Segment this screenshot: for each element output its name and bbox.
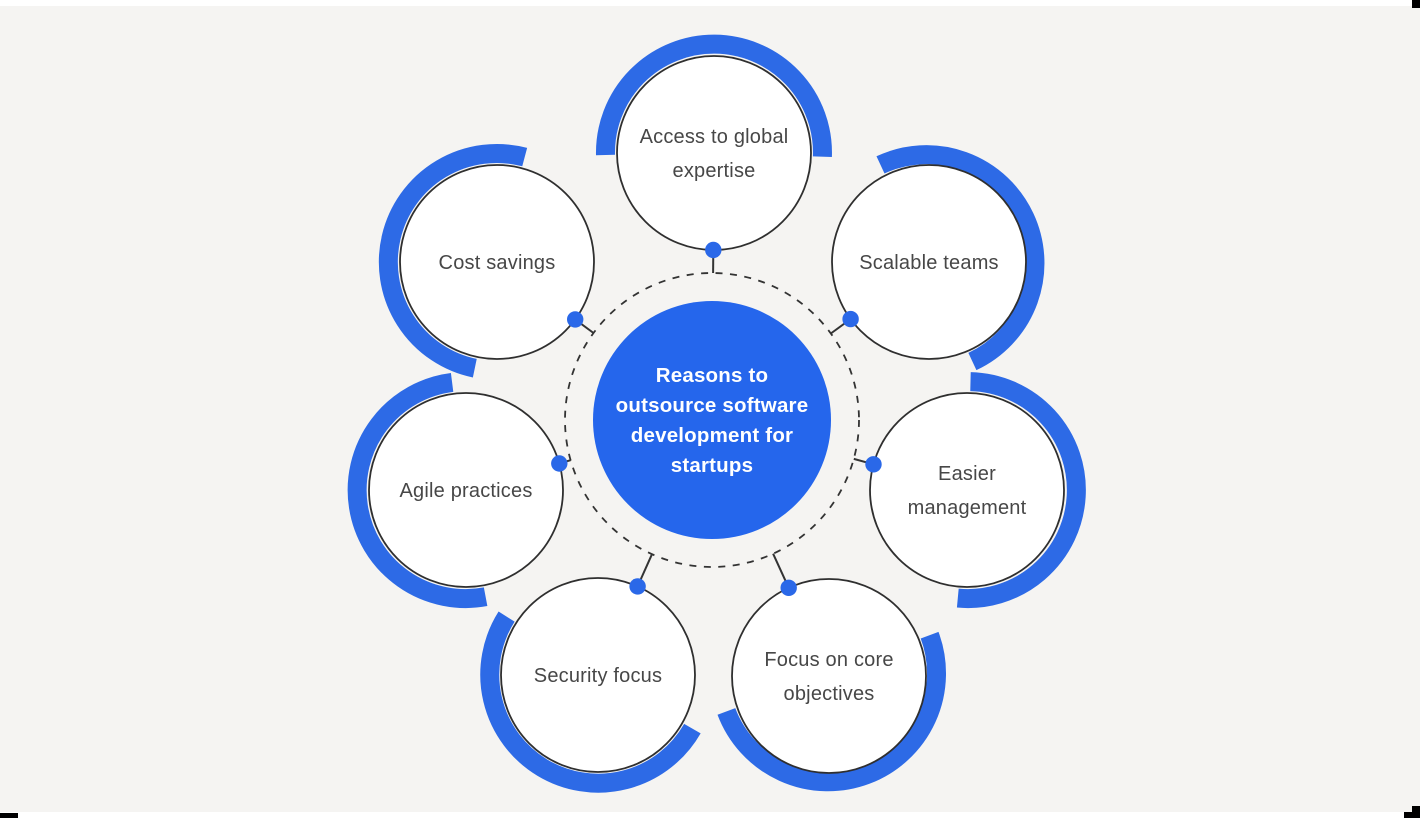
node-circle	[869, 392, 1065, 588]
node-accent-arc	[378, 143, 528, 378]
node-label: Security focus	[534, 665, 662, 687]
connector-dot	[842, 310, 859, 328]
node-circle	[616, 55, 812, 251]
node-label: Agile practices	[399, 480, 532, 502]
connector-dot	[705, 241, 722, 259]
corner-artifact-bottom-left	[0, 813, 18, 818]
node-label: Scalable teams	[859, 252, 999, 274]
node-accent-arc	[717, 631, 946, 792]
node-accent-arc	[347, 372, 488, 609]
node-circle	[368, 392, 564, 588]
connector-dot	[629, 578, 646, 595]
connector-dot	[551, 455, 568, 472]
node-accent-arc	[956, 372, 1086, 609]
top-edge-strip	[0, 0, 1420, 6]
node-label: Cost savings	[439, 252, 556, 274]
corner-artifact-bottom-right	[1404, 812, 1420, 818]
connector-dot	[780, 579, 797, 596]
orbit-dashed-circle	[564, 272, 860, 568]
node-accent-arc	[595, 34, 832, 158]
node-circle	[500, 577, 696, 773]
node-circle	[731, 578, 927, 774]
node-circle	[831, 164, 1027, 360]
bottom-edge-strip	[0, 812, 1420, 818]
node-accent-arc	[876, 145, 1045, 371]
connector-dot	[567, 311, 584, 328]
node-accent-arc	[480, 611, 701, 793]
connector-dot	[865, 456, 882, 473]
node-circle	[399, 164, 595, 360]
corner-artifact-top-right	[1412, 0, 1420, 8]
hub-circle	[593, 301, 831, 539]
